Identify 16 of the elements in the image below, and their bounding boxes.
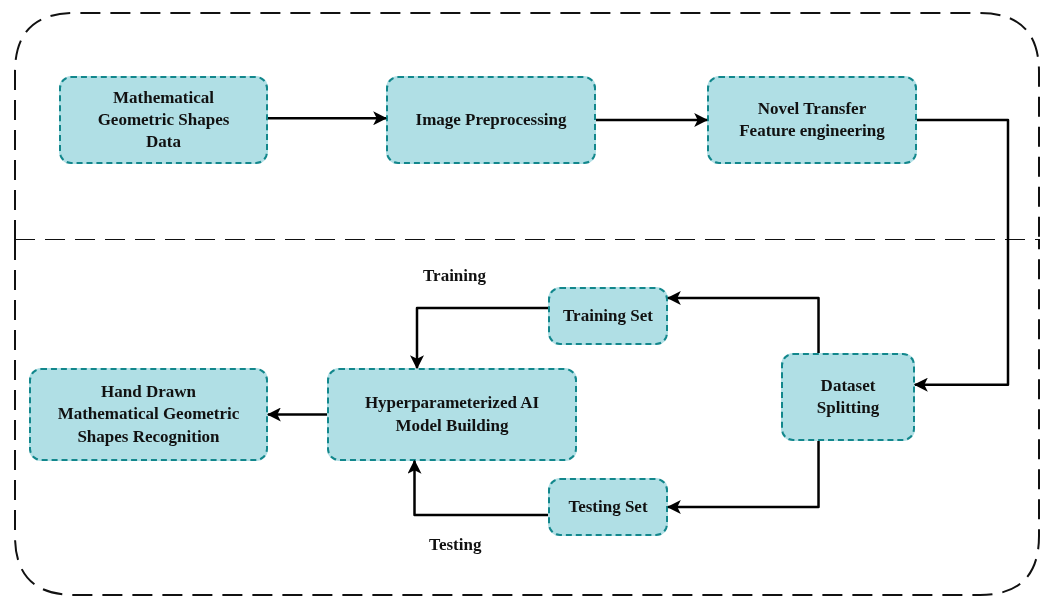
arrow (913, 118, 1010, 392)
arrow (268, 111, 388, 126)
process-box: Dataset Splitting (781, 353, 915, 441)
process-box: Hyperparameterized AI Model Building (327, 368, 577, 461)
process-box: Novel Transfer Feature engineering (707, 76, 917, 164)
arrow (666, 441, 820, 514)
arrow (407, 459, 548, 517)
process-box: Hand Drawn Mathematical Geometric Shapes Recognition (29, 368, 268, 461)
process-box: Training Set (548, 287, 668, 345)
arrow (410, 306, 548, 370)
process-box: Image Preprocessing (386, 76, 596, 164)
arrow (266, 407, 327, 422)
arrow (666, 291, 820, 353)
arrow (596, 113, 709, 127)
process-box: Testing Set (548, 478, 668, 536)
process-box: Mathematical Geometric Shapes Data (59, 76, 268, 164)
